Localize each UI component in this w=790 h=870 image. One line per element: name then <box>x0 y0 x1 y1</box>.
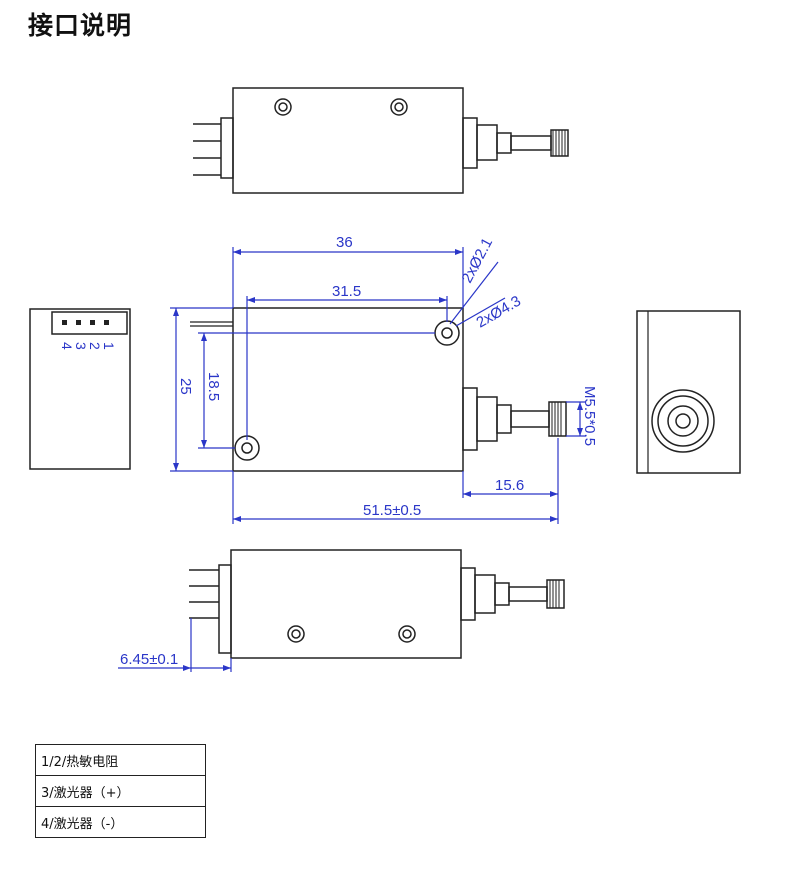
dim-hole-small: 2xØ4.3 <box>474 293 524 332</box>
screw-icon <box>274 98 292 116</box>
connector-flange <box>460 567 476 621</box>
screw-icon <box>390 98 408 116</box>
table-row: 1/2/热敏电阻 <box>35 744 206 776</box>
dim-hole-large: 2xØ2.1 <box>459 235 497 286</box>
bottom-view <box>189 549 565 659</box>
connector-nut <box>476 396 498 442</box>
top-view <box>193 87 569 194</box>
pin-offset-arrows <box>183 665 231 671</box>
front-view <box>190 307 567 472</box>
bottom-view-pin-block <box>218 564 232 654</box>
connector-nut <box>476 124 498 161</box>
dim-width-31-5: 31.5 <box>332 283 361 300</box>
dim-thread: M5.5*0.5 <box>581 386 598 446</box>
pin-number-1: 1 <box>101 342 117 350</box>
pin-desc-laser-negative: 4/激光器（-） <box>35 806 206 838</box>
pin-number-labels: 4 3 2 1 <box>59 342 117 350</box>
connector-flange <box>462 387 478 451</box>
top-view-body <box>232 87 464 194</box>
dim-total-length: 51.5±0.5 <box>363 502 421 519</box>
connector-face-icon <box>651 389 715 453</box>
screw-icon <box>287 625 305 643</box>
pin-number-3: 3 <box>73 342 89 350</box>
bottom-view-body <box>230 549 462 659</box>
connector-nut <box>474 574 496 614</box>
pin-desc-laser-positive: 3/激光器（+） <box>35 775 206 807</box>
left-end-view <box>29 308 131 470</box>
connector-flange <box>462 117 478 169</box>
dim-height-18-5: 18.5 <box>205 372 222 401</box>
pin-description-table: 1/2/热敏电阻 3/激光器（+） 4/激光器（-） <box>35 744 206 838</box>
pin-number-4: 4 <box>59 342 75 350</box>
pin-offset-dimension <box>118 618 232 672</box>
dim-length-15-6: 15.6 <box>495 477 524 494</box>
top-view-pin-block <box>220 117 234 179</box>
dimension-arrows <box>173 249 583 522</box>
right-end-body <box>636 310 741 474</box>
dim-height-25: 25 <box>177 378 194 395</box>
pin-socket <box>51 311 128 335</box>
table-row: 4/激光器（-） <box>35 806 206 838</box>
dimension-lines <box>170 247 586 524</box>
right-end-view <box>636 310 741 474</box>
pin-number-2: 2 <box>87 342 103 350</box>
dim-pin-offset: 6.45±0.1 <box>120 651 178 668</box>
pin-desc-thermistor: 1/2/热敏电阻 <box>35 744 206 776</box>
left-end-body <box>29 308 131 470</box>
mount-hole-icon <box>434 320 460 346</box>
page-title: 接口说明 <box>28 11 133 40</box>
dim-width-36: 36 <box>336 234 353 251</box>
table-row: 3/激光器（+） <box>35 775 206 807</box>
screw-icon <box>398 625 416 643</box>
